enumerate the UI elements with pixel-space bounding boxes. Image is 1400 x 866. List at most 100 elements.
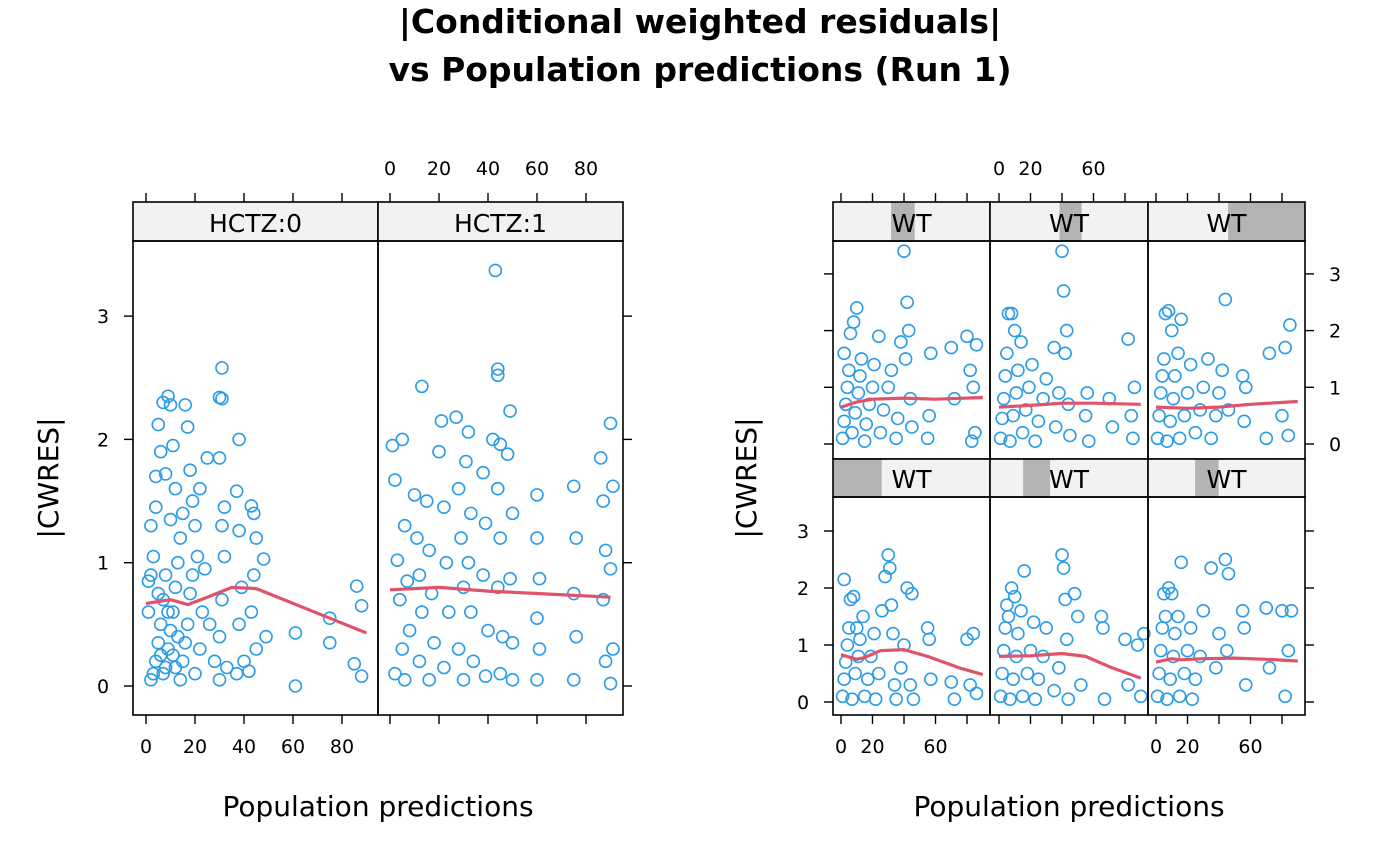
strip-label: WT	[892, 465, 933, 494]
data-point	[1237, 414, 1251, 429]
data-point	[566, 479, 581, 494]
data-point	[1196, 603, 1211, 618]
data-point	[865, 380, 880, 395]
data-point	[1028, 434, 1043, 448]
data-point	[1164, 586, 1179, 601]
data-point	[1259, 601, 1274, 615]
x-tick-label: 60	[923, 736, 947, 758]
strip-shingle-range	[833, 459, 882, 497]
data-point	[889, 431, 903, 446]
data-point	[923, 346, 938, 361]
data-point	[1188, 672, 1203, 687]
x-tick-label: 20	[860, 736, 884, 758]
data-point	[400, 574, 414, 588]
data-point	[1011, 363, 1025, 378]
data-point	[1177, 666, 1192, 681]
data-point	[1166, 391, 1181, 406]
data-point	[1201, 352, 1215, 366]
data-point	[867, 626, 881, 641]
x-axis-label: Population predictions	[913, 790, 1224, 823]
data-point	[843, 592, 858, 607]
data-point	[322, 611, 337, 625]
data-point	[1020, 666, 1035, 681]
data-point	[1094, 609, 1109, 624]
data-point	[1281, 428, 1296, 443]
panel-border	[832, 496, 991, 716]
loess-smooth-line	[998, 401, 1141, 409]
x-tick-label: 80	[574, 158, 598, 180]
data-point	[1278, 340, 1292, 355]
x-axis-label: Population predictions	[222, 790, 533, 823]
data-point	[249, 531, 264, 545]
data-point	[215, 391, 229, 406]
data-point	[478, 516, 493, 531]
data-point	[190, 549, 205, 564]
data-point	[288, 626, 303, 640]
data-point	[1137, 626, 1151, 641]
data-point	[900, 295, 914, 310]
data-point	[906, 692, 921, 706]
data-point	[422, 543, 437, 558]
data-point	[415, 379, 429, 394]
data-point	[884, 598, 899, 612]
data-point	[249, 642, 264, 656]
y-tick-label: 0	[797, 692, 809, 714]
y-axis-label: |CWRES|	[730, 417, 763, 538]
data-point	[1052, 660, 1066, 675]
x-tick-label: 0	[384, 158, 396, 180]
data-point	[1153, 643, 1168, 658]
data-point	[1235, 369, 1250, 383]
data-point	[244, 605, 259, 619]
y-tick-label: 3	[97, 306, 109, 328]
strip-label: HCTZ:0	[209, 209, 302, 238]
data-point	[493, 437, 508, 452]
strip-label: WT	[892, 209, 933, 238]
data-point	[412, 654, 427, 669]
chart-title-line2: vs Population predictions (Run 1)	[388, 50, 1012, 89]
data-point	[905, 586, 919, 601]
data-point	[434, 414, 449, 428]
data-point	[1218, 292, 1233, 307]
panel-wt-3: WT	[832, 458, 991, 716]
data-point	[198, 562, 212, 576]
data-point	[354, 599, 369, 613]
data-point	[168, 481, 183, 496]
data-point	[603, 416, 618, 431]
data-point	[1055, 244, 1069, 259]
data-point	[1096, 621, 1110, 635]
data-point	[163, 512, 178, 527]
data-point	[837, 346, 851, 361]
data-point	[853, 632, 867, 647]
data-point	[532, 571, 547, 586]
data-point	[207, 654, 222, 669]
data-point	[322, 636, 337, 650]
y-tick-label: 2	[797, 578, 809, 600]
data-point	[849, 621, 864, 635]
data-point	[1164, 323, 1179, 338]
data-point	[178, 398, 192, 412]
data-point	[894, 660, 908, 675]
data-point	[153, 444, 168, 459]
data-point	[969, 686, 984, 701]
data-point	[256, 552, 271, 566]
data-point	[1275, 408, 1289, 423]
data-point	[161, 389, 175, 404]
data-point	[963, 363, 977, 378]
data-point	[1056, 561, 1071, 575]
data-point	[1006, 672, 1020, 687]
data-point	[881, 380, 896, 395]
data-point	[1180, 643, 1195, 658]
data-point	[1177, 408, 1192, 423]
data-point	[598, 654, 613, 669]
loess-smooth-line	[389, 585, 611, 599]
data-point	[1063, 428, 1077, 443]
data-point	[993, 431, 1008, 446]
data-point	[1185, 692, 1200, 706]
data-point	[964, 434, 979, 448]
panel-border	[1147, 496, 1306, 716]
data-point	[995, 666, 1009, 681]
data-point	[603, 562, 618, 576]
data-point	[903, 678, 918, 692]
data-point	[1006, 408, 1020, 423]
data-point	[202, 617, 217, 632]
